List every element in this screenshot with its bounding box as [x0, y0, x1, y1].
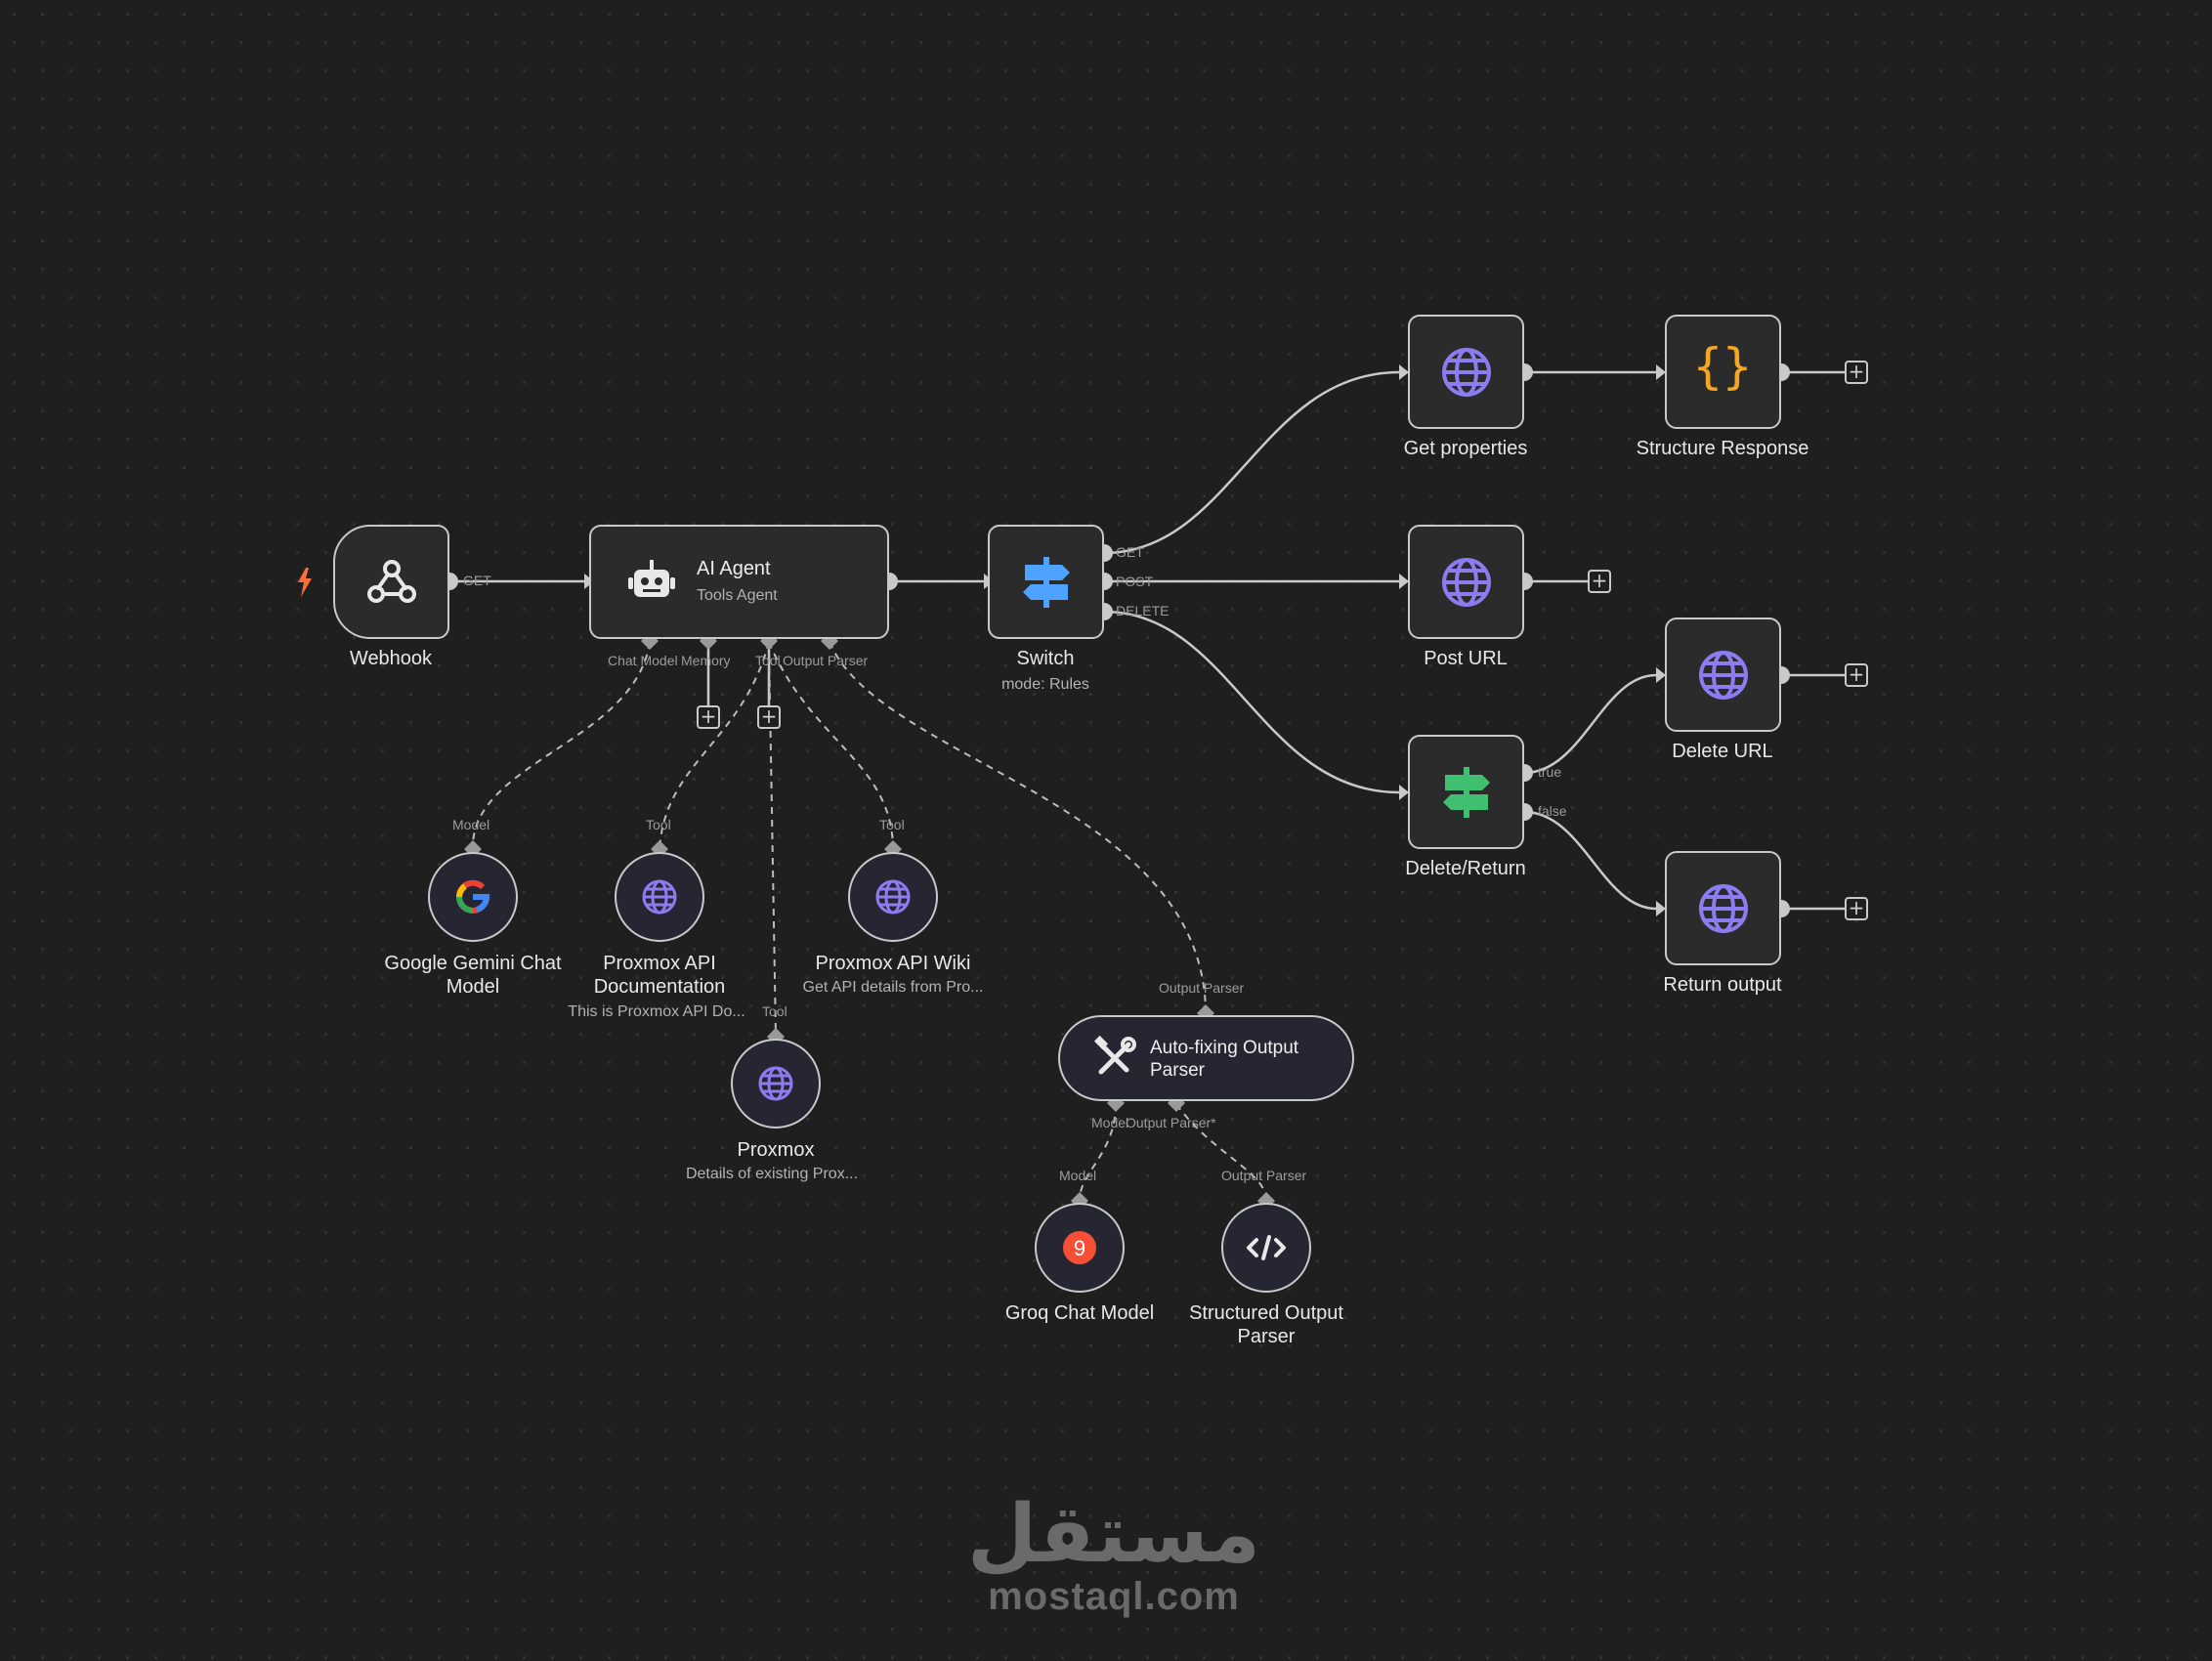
add-memory-button[interactable]: + [697, 705, 720, 729]
switch-node[interactable] [988, 525, 1104, 639]
proxmox-docs-subtitle: This is Proxmox API Do... [568, 1003, 745, 1020]
groq-icon: 9 [1063, 1231, 1096, 1264]
return-output-label: Return output [1663, 974, 1782, 996]
proxmox-docs-label: Proxmox API Documentation [593, 953, 726, 998]
proxmox-wiki-node[interactable] [848, 852, 938, 942]
proxmox-label: Proxmox [737, 1139, 815, 1161]
ai-agent-port-memory: Memory [681, 653, 731, 668]
globe-icon [875, 879, 911, 915]
structured-parser-label: Structured Output Parser [1189, 1302, 1343, 1347]
globe-icon [1442, 348, 1491, 397]
autofix-port-model: Model [1091, 1115, 1129, 1130]
code-icon [1247, 1235, 1286, 1260]
globe-icon [642, 879, 677, 915]
globe-icon [758, 1066, 793, 1101]
add-after-post-url-button[interactable]: + [1588, 570, 1611, 593]
ai-agent-port-output-parser: Output Parser [783, 653, 869, 668]
globe-icon [1442, 558, 1491, 607]
proxmox-subtitle: Details of existing Prox... [685, 1166, 859, 1182]
signpost-blue-icon [1023, 557, 1070, 608]
structure-response-label: Structure Response [1636, 438, 1809, 459]
google-g-icon [456, 879, 490, 914]
watermark-latin: mostaql.com [988, 1575, 1240, 1618]
braces-icon: {} [1692, 338, 1753, 395]
switch-output-post: POST [1116, 574, 1154, 589]
get-properties-node[interactable] [1408, 315, 1524, 429]
gemini-node[interactable] [428, 852, 518, 942]
delete-return-label: Delete/Return [1405, 858, 1526, 879]
webhook-label: Webhook [349, 648, 433, 669]
robot-icon [628, 560, 675, 597]
delete-return-output-true: true [1538, 764, 1562, 780]
proxmox-docs-port-label: Tool [646, 817, 671, 832]
switch-label: Switch [1016, 648, 1075, 669]
ai-agent-port-tool: Tool [755, 653, 781, 668]
post-url-node[interactable] [1408, 525, 1524, 639]
add-after-return-output-button[interactable]: + [1845, 897, 1868, 920]
structured-parser-node[interactable] [1221, 1203, 1311, 1293]
structured-parser-port-label: Output Parser [1221, 1168, 1307, 1183]
tools-icon [1093, 1035, 1136, 1075]
webhook-node[interactable] [333, 525, 449, 639]
autofix-node[interactable]: Auto-fixing Output Parser [1058, 1015, 1354, 1101]
autofix-port-label: Output Parser [1159, 980, 1245, 996]
get-properties-label: Get properties [1403, 438, 1528, 459]
add-after-structure-response-button[interactable]: + [1845, 361, 1868, 384]
groq-port-label: Model [1059, 1168, 1097, 1183]
trigger-bolt-icon [298, 568, 312, 597]
groq-label: Groq Chat Model [1004, 1302, 1155, 1324]
return-output-node[interactable] [1665, 851, 1781, 965]
switch-output-get: GET [1116, 544, 1144, 560]
watermark-arabic: مستقل [967, 1488, 1260, 1581]
proxmox-docs-node[interactable] [615, 852, 704, 942]
groq-node[interactable]: 9 [1035, 1203, 1125, 1293]
add-after-delete-url-button[interactable]: + [1845, 663, 1868, 687]
svg-text:9: 9 [1074, 1236, 1085, 1260]
add-tool-button[interactable]: + [757, 705, 781, 729]
autofix-title: Auto-fixing Output Parser [1150, 1038, 1299, 1081]
webhook-icon [367, 560, 416, 603]
delete-return-node[interactable] [1408, 735, 1524, 849]
ai-agent-title: AI Agent [697, 558, 771, 579]
ai-agent-port-chat-model: Chat Model [608, 653, 678, 668]
mostaql-watermark: مستقل mostaql.com [967, 1488, 1260, 1618]
post-url-label: Post URL [1424, 648, 1508, 669]
signpost-green-icon [1443, 767, 1490, 818]
webhook-output-label: GET [463, 573, 491, 588]
ai-agent-node[interactable]: AI Agent Tools Agent [589, 525, 889, 639]
proxmox-port-label: Tool [762, 1003, 787, 1019]
proxmox-wiki-port-label: Tool [879, 817, 905, 832]
gemini-port-label: Model [452, 817, 490, 832]
proxmox-wiki-label: Proxmox API Wiki [815, 953, 971, 974]
proxmox-wiki-subtitle: Get API details from Pro... [802, 979, 984, 996]
gemini-label: Google Gemini Chat Model [384, 953, 562, 998]
structure-response-node[interactable]: {} [1665, 315, 1781, 429]
switch-output-delete: DELETE [1116, 603, 1170, 618]
delete-url-node[interactable] [1665, 618, 1781, 732]
autofix-port-output-parser: Output Parser* [1126, 1115, 1216, 1130]
globe-icon [1699, 884, 1748, 933]
delete-return-output-false: false [1538, 803, 1567, 819]
ai-agent-subtitle: Tools Agent [697, 587, 778, 604]
switch-subtitle: mode: Rules [1001, 676, 1089, 693]
globe-icon [1699, 651, 1748, 700]
delete-url-label: Delete URL [1672, 741, 1773, 762]
proxmox-node[interactable] [731, 1039, 821, 1129]
